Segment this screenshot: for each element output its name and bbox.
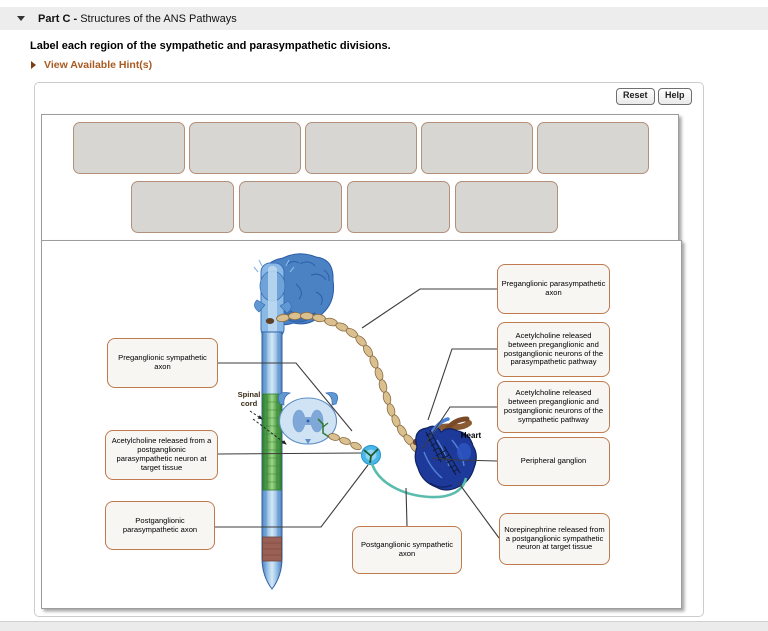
leader-line-norepinephrine-target <box>457 481 500 539</box>
answer-label-preganglionic-parasympathetic-axon[interactable]: Preganglionic parasympathetic axon <box>497 264 610 314</box>
preganglionic-parasympathetic-chain <box>265 311 422 454</box>
answer-label-ach-parasympathetic-pathway[interactable]: Acetylcholine released between pregangli… <box>497 322 610 377</box>
drop-bin[interactable] <box>189 122 301 174</box>
drop-bin[interactable] <box>131 181 234 233</box>
drop-bin[interactable] <box>239 181 342 233</box>
leader-line-postganglionic-sympathetic-axon <box>405 487 408 527</box>
heart-illustration <box>412 416 477 491</box>
drop-bin[interactable] <box>73 122 185 174</box>
hint-link-label: View Available Hint(s) <box>44 59 153 71</box>
answer-label-peripheral-ganglion[interactable]: Peripheral ganglion <box>497 437 610 486</box>
part-header: Part C - Structures of the ANS Pathways <box>0 7 768 30</box>
answer-label-postganglionic-parasympathetic-axon[interactable]: Postganglionic parasympathetic axon <box>105 501 215 550</box>
spinal-cord-illustration <box>261 331 283 590</box>
spinal-cord-pointer-arrows <box>249 410 287 445</box>
preganglionic-sympathetic-fiber <box>317 418 330 438</box>
leader-line-ach-parasympathetic-target <box>217 452 362 455</box>
short-myelin-chain <box>328 433 362 451</box>
reset-button[interactable]: Reset <box>616 88 655 105</box>
instruction-text: Label each region of the sympathetic and… <box>30 40 391 52</box>
leader-line-peripheral-ganglion <box>431 457 498 462</box>
hint-expander-triangle-icon <box>31 61 36 69</box>
postganglionic-axon-teal <box>370 463 468 499</box>
drop-bin[interactable] <box>347 181 450 233</box>
spinal-cord-label: Spinal cord <box>237 390 261 409</box>
drop-bin[interactable] <box>455 181 558 233</box>
drop-bin[interactable] <box>305 122 417 174</box>
view-hints-link[interactable]: View Available Hint(s) <box>31 59 152 71</box>
leader-lines <box>215 288 500 539</box>
collapse-triangle-icon[interactable] <box>17 16 25 21</box>
answer-label-ach-parasympathetic-target[interactable]: Acetylcholine released from a postgangli… <box>105 430 218 480</box>
brain-illustration <box>253 253 334 339</box>
heart-label: Heart <box>460 431 482 440</box>
leader-line-preganglionic-sympathetic-axon <box>218 362 353 432</box>
drop-bin[interactable] <box>537 122 649 174</box>
answer-label-norepinephrine-target[interactable]: Norepinephrine released from a postgangl… <box>499 513 610 565</box>
drop-bin[interactable] <box>421 122 533 174</box>
leader-line-ach-parasympathetic-pathway <box>427 348 497 421</box>
ans-pathways-illustration <box>215 253 500 590</box>
leader-line-ach-sympathetic-pathway <box>421 406 497 450</box>
help-button[interactable]: Help <box>658 88 692 105</box>
sympathetic-ganglion <box>361 445 381 465</box>
answer-label-postganglionic-sympathetic-axon[interactable]: Postganglionic sympathetic axon <box>352 526 462 574</box>
part-title-rest: Structures of the ANS Pathways <box>80 12 237 25</box>
answer-label-preganglionic-sympathetic-axon[interactable]: Preganglionic sympathetic axon <box>107 338 218 388</box>
part-title-bold: Part C - <box>38 12 81 25</box>
footer-strip <box>0 621 768 631</box>
part-title: Part C - Structures of the ANS Pathways <box>38 13 237 25</box>
leader-line-preganglionic-parasympathetic-axon <box>361 288 497 329</box>
answer-label-ach-sympathetic-pathway[interactable]: Acetylcholine released between pregangli… <box>497 381 610 433</box>
leader-line-postganglionic-parasympathetic-axon <box>215 464 369 528</box>
